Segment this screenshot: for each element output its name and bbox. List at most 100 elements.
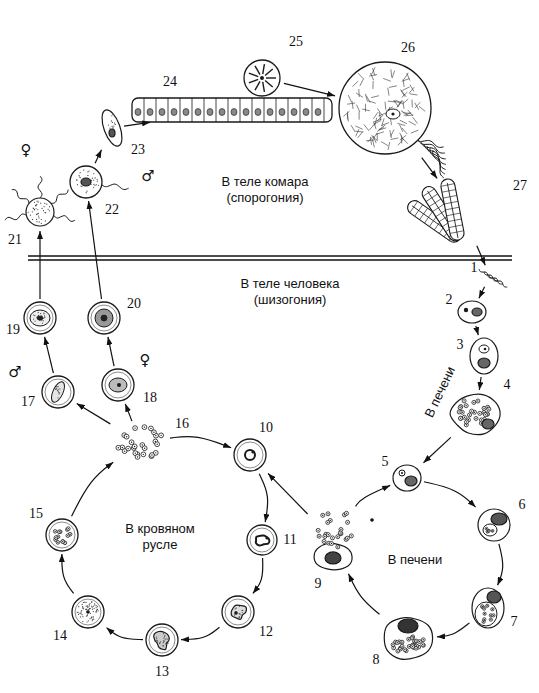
- drawing-circle: [421, 638, 425, 642]
- stage-cell: 24: [132, 98, 332, 122]
- cell-drawing: [242, 58, 282, 98]
- drawing-circle: [260, 76, 264, 80]
- sex-symbol: ♂: [8, 363, 21, 381]
- drawing-line: [388, 142, 390, 150]
- drawing-circle: [92, 178, 93, 179]
- drawing-circle: [36, 213, 37, 214]
- callout-number: 6: [519, 498, 526, 512]
- drawing-circle: [159, 643, 160, 644]
- drawing-circle: [92, 620, 93, 621]
- drawing-circle: [93, 619, 94, 620]
- cell-drawing: [457, 300, 487, 324]
- drawing-circle: [117, 383, 121, 387]
- drawing-circle: [328, 534, 329, 535]
- drawing-rect: [132, 98, 332, 122]
- drawing-circle: [492, 614, 495, 617]
- drawing-circle: [86, 606, 87, 607]
- drawing-ellipse: [75, 599, 101, 625]
- drawing-circle: [126, 436, 127, 437]
- drawing-ellipse: [472, 588, 504, 628]
- drawing-circle: [108, 125, 109, 126]
- drawing-circle: [57, 390, 58, 391]
- drawing-line: [373, 140, 375, 148]
- drawing-circle: [33, 207, 34, 208]
- drawing-circle: [486, 528, 487, 529]
- drawing-circle: [492, 530, 493, 531]
- drawing-circle: [35, 321, 36, 322]
- drawing-circle: [35, 208, 36, 209]
- drawing-circle: [32, 219, 33, 220]
- drawing-circle: [89, 608, 90, 609]
- drawing-circle: [38, 201, 39, 202]
- drawing-circle: [86, 602, 87, 603]
- drawing-circle: [391, 112, 394, 115]
- drawing-circle: [141, 452, 146, 457]
- drawing-line: [390, 138, 398, 140]
- drawing-circle: [155, 452, 156, 453]
- callout-number: 2: [446, 293, 453, 307]
- arrow-connector: [477, 246, 485, 265]
- drawing-ellipse: [478, 509, 510, 541]
- drawing-circle: [86, 609, 87, 610]
- drawing-circle: [464, 404, 468, 408]
- drawing-circle: [78, 175, 79, 176]
- drawing-ellipse: [183, 109, 189, 116]
- drawing-circle: [43, 320, 44, 321]
- drawing-line: [371, 96, 379, 98]
- stage-cell: 10: [233, 438, 267, 472]
- drawing-line: [419, 106, 425, 111]
- drawing-circle: [351, 535, 352, 536]
- drawing-circle: [91, 618, 92, 619]
- drawing-line: [390, 69, 392, 77]
- drawing-circle: [419, 641, 420, 642]
- drawing-circle: [159, 433, 164, 438]
- drawing-circle: [483, 408, 484, 409]
- drawing-line: [252, 98, 253, 122]
- drawing-circle: [411, 645, 415, 649]
- callout-number: 12: [259, 625, 273, 639]
- drawing-line: [381, 142, 388, 146]
- drawing-circle: [97, 181, 98, 182]
- drawing-circle: [242, 610, 243, 611]
- drawing-circle: [76, 179, 77, 180]
- drawing-circle: [458, 406, 462, 410]
- drawing-circle: [483, 612, 486, 615]
- arrow-connector: [422, 158, 437, 179]
- drawing-circle: [458, 411, 459, 412]
- drawing-circle: [132, 444, 137, 449]
- drawing-circle: [82, 616, 83, 617]
- drawing-line: [249, 73, 258, 76]
- drawing-circle: [332, 537, 333, 538]
- drawing-circle: [163, 642, 164, 643]
- drawing-circle: [349, 534, 353, 538]
- drawing-circle: [112, 114, 113, 115]
- drawing-line: [389, 86, 397, 88]
- drawing-circle: [164, 636, 165, 637]
- drawing-line: [156, 98, 157, 122]
- drawing-ellipse: [135, 109, 141, 116]
- drawing-circle: [98, 610, 99, 611]
- drawing-circle: [37, 213, 38, 214]
- callout-number: 10: [259, 421, 273, 435]
- drawing-circle: [113, 125, 114, 126]
- drawing-circle: [93, 184, 94, 185]
- drawing-ellipse: [237, 442, 263, 468]
- drawing-ellipse: [267, 109, 273, 116]
- drawing-path: [314, 543, 352, 569]
- drawing-circle: [142, 444, 143, 445]
- drawing-path: [450, 394, 500, 434]
- drawing-circle: [483, 608, 484, 609]
- drawing-circle: [94, 603, 95, 604]
- drawing-circle: [40, 203, 41, 204]
- stage-cell: 16: [112, 423, 168, 461]
- stage-cell: 8: [381, 615, 435, 661]
- drawing-circle: [80, 613, 81, 614]
- drawing-circle: [35, 205, 36, 206]
- drawing-circle: [87, 171, 88, 172]
- drawing-circle: [483, 621, 484, 622]
- drawing-circle: [55, 388, 56, 389]
- drawing-circle: [401, 641, 402, 642]
- drawing-ellipse: [219, 109, 225, 116]
- drawing-circle: [491, 529, 494, 532]
- drawing-circle: [241, 610, 242, 611]
